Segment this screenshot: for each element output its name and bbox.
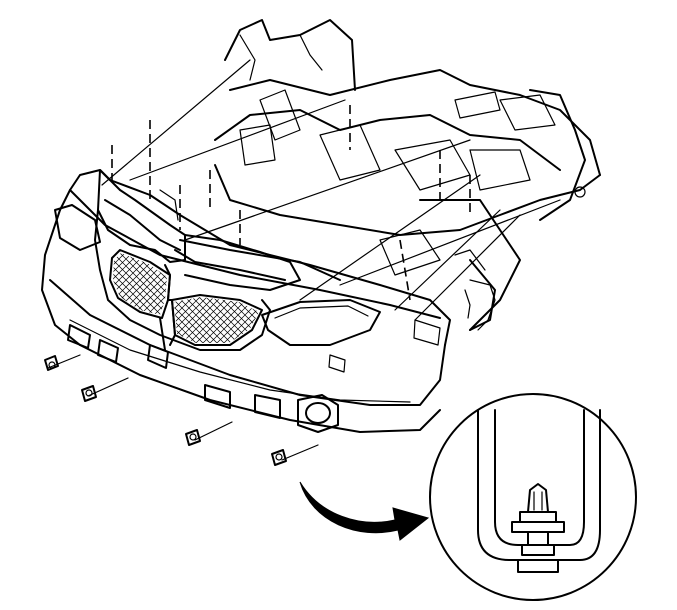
fascia-fastener-2 <box>81 377 129 402</box>
alignment-lines <box>111 105 471 301</box>
front-fascia <box>41 169 451 433</box>
detail-callout-arrow <box>299 481 430 541</box>
fascia-fastener-1 <box>44 354 81 371</box>
fascia-fastener-4 <box>271 444 319 466</box>
guide-lines <box>101 59 561 331</box>
push-pin-retainer-detail <box>429 393 637 601</box>
grille <box>94 169 301 351</box>
wiring-harness <box>454 249 496 331</box>
fascia-fastener-3 <box>185 421 233 446</box>
radiator-support <box>214 19 601 276</box>
